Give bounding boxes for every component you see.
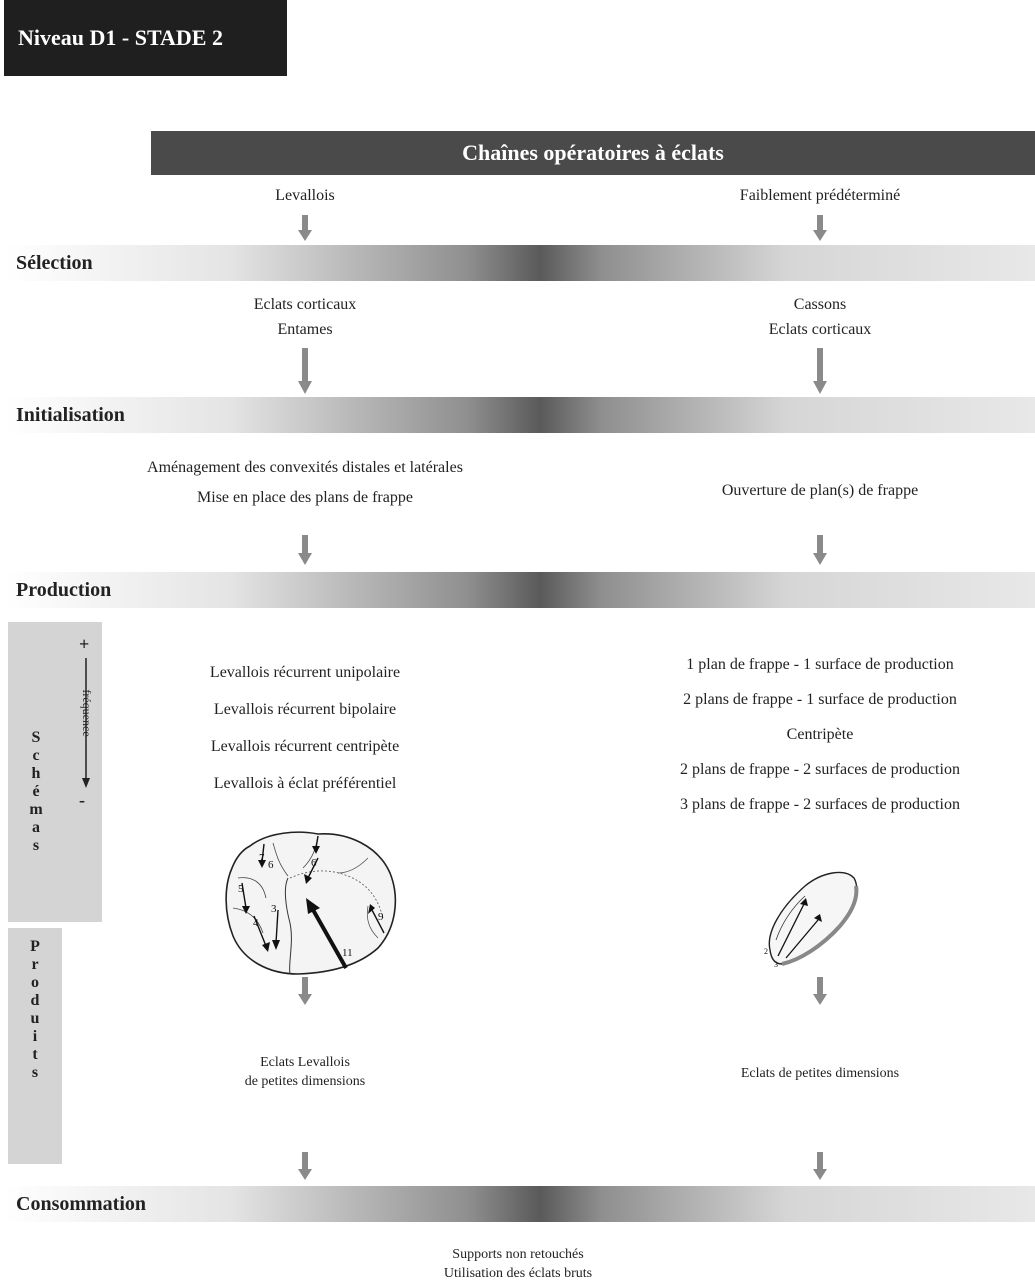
frequency-arrow-icon — [82, 658, 90, 788]
core-number: 3 — [774, 960, 778, 968]
core-number: 2 — [764, 947, 768, 956]
down-arrow-icon — [298, 535, 312, 565]
down-arrow-icon — [298, 348, 312, 394]
stage-production: Production — [4, 572, 1035, 608]
list-item: 2 plans de frappe - 2 surfaces de produc… — [680, 761, 960, 778]
list-item: 1 plan de frappe - 1 surface de producti… — [686, 656, 954, 673]
selection-left-text: Eclats corticaux Entames — [253, 296, 357, 338]
produits-right-text: Eclats de petites dimensions — [740, 1066, 900, 1081]
schemas-right-list: 1 plan de frappe - 1 surface de producti… — [630, 647, 1010, 822]
list-item: Levallois récurrent unipolaire — [209, 664, 401, 681]
down-arrow-icon — [813, 977, 827, 1005]
core-number: 5 — [238, 883, 244, 895]
list-item: Levallois récurrent centripète — [210, 738, 400, 755]
down-arrow-icon — [813, 535, 827, 565]
stage-initialisation: Initialisation — [4, 397, 1035, 433]
down-arrow-icon — [298, 977, 312, 1005]
down-arrow-icon — [298, 215, 312, 241]
core-number: 9 — [378, 911, 384, 923]
core-number: 6 — [268, 859, 274, 871]
list-item: Centripète — [786, 726, 854, 743]
levallois-core-drawing: 7 6 6 5 4 3 9 11 — [225, 831, 397, 975]
small-core-drawing: 2 3 — [764, 871, 859, 968]
frequency-plus: + — [79, 634, 90, 654]
consommation-text: Supports non retouchés Utilisation des é… — [443, 1247, 593, 1281]
down-arrow-icon — [298, 1152, 312, 1180]
column-label-levallois: Levallois — [275, 187, 335, 204]
core-number: 11 — [342, 947, 353, 959]
diagram-header: Chaînes opératoires à éclats — [151, 131, 1035, 175]
selection-right-text: Cassons Eclats corticaux — [768, 296, 872, 338]
list-item: Levallois récurrent bipolaire — [213, 701, 397, 718]
produits-left-text: Eclats Levallois de petites dimensions — [244, 1055, 366, 1089]
list-item: 3 plans de frappe - 2 surfaces de produc… — [680, 796, 960, 813]
initialisation-right-text: Ouverture de plan(s) de frappe — [721, 482, 919, 499]
down-arrow-icon — [813, 215, 827, 241]
core-number: 4 — [253, 917, 259, 929]
schemas-left-list: Levallois récurrent unipolaire Levallois… — [155, 654, 455, 802]
stage-selection: Sélection — [4, 245, 1035, 281]
list-item: Levallois à éclat préférentiel — [213, 775, 397, 792]
frequency-minus: - — [79, 790, 85, 810]
page-title: Niveau D1 - STADE 2 — [4, 0, 287, 76]
core-number: 7 — [259, 852, 265, 864]
stage-consommation: Consommation — [4, 1186, 1035, 1222]
column-label-faiblement: Faiblement prédéterminé — [739, 187, 901, 204]
frequency-label: fréquence — [80, 689, 94, 737]
down-arrow-icon — [813, 1152, 827, 1180]
core-number: 6 — [311, 857, 317, 869]
initialisation-left-text: Aménagement des convexités distales et l… — [147, 459, 463, 506]
produits-side-panel — [8, 928, 62, 1164]
list-item: 2 plans de frappe - 1 surface de product… — [683, 691, 957, 708]
down-arrow-icon — [813, 348, 827, 394]
core-number: 3 — [271, 903, 277, 915]
